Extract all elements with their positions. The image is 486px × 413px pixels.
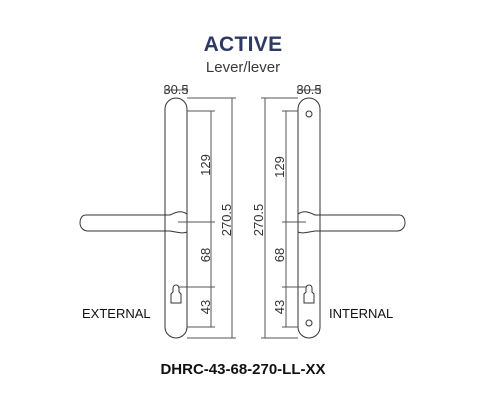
internal-total-dim-label: 270.5 bbox=[251, 204, 266, 237]
external-upper-dim-label: 129 bbox=[198, 154, 213, 176]
internal-mid-dim-label: 68 bbox=[272, 248, 287, 262]
internal-lower-dim-label: 43 bbox=[272, 300, 287, 314]
internal-cylinder-cutout bbox=[303, 284, 315, 304]
internal-lever bbox=[297, 211, 406, 234]
internal-bottom-screw bbox=[305, 319, 313, 327]
internal-handle bbox=[297, 97, 406, 339]
external-lever bbox=[79, 211, 188, 234]
external-width-label: 30.5 bbox=[163, 82, 188, 97]
external-cylinder-cutout bbox=[170, 284, 182, 304]
product-code: DHRC-43-68-270-LL-XX bbox=[160, 361, 326, 378]
external-side-label: EXTERNAL bbox=[82, 306, 151, 321]
external-total-dim-label: 270.5 bbox=[219, 204, 234, 237]
external-dimensions bbox=[164, 86, 236, 339]
diagram-subtitle: Lever/lever bbox=[205, 59, 281, 76]
internal-top-screw bbox=[305, 110, 313, 118]
internal-dimensions bbox=[261, 86, 321, 339]
internal-upper-dim-label: 129 bbox=[272, 156, 287, 178]
diagram-title: ACTIVE bbox=[203, 33, 283, 56]
internal-side-label: INTERNAL bbox=[329, 306, 393, 321]
external-backplate bbox=[164, 97, 188, 339]
external-handle bbox=[79, 97, 188, 339]
internal-backplate bbox=[297, 97, 321, 339]
external-lower-dim-label: 43 bbox=[198, 300, 213, 314]
internal-width-label: 30.5 bbox=[296, 82, 321, 97]
external-mid-dim-label: 68 bbox=[198, 248, 213, 262]
